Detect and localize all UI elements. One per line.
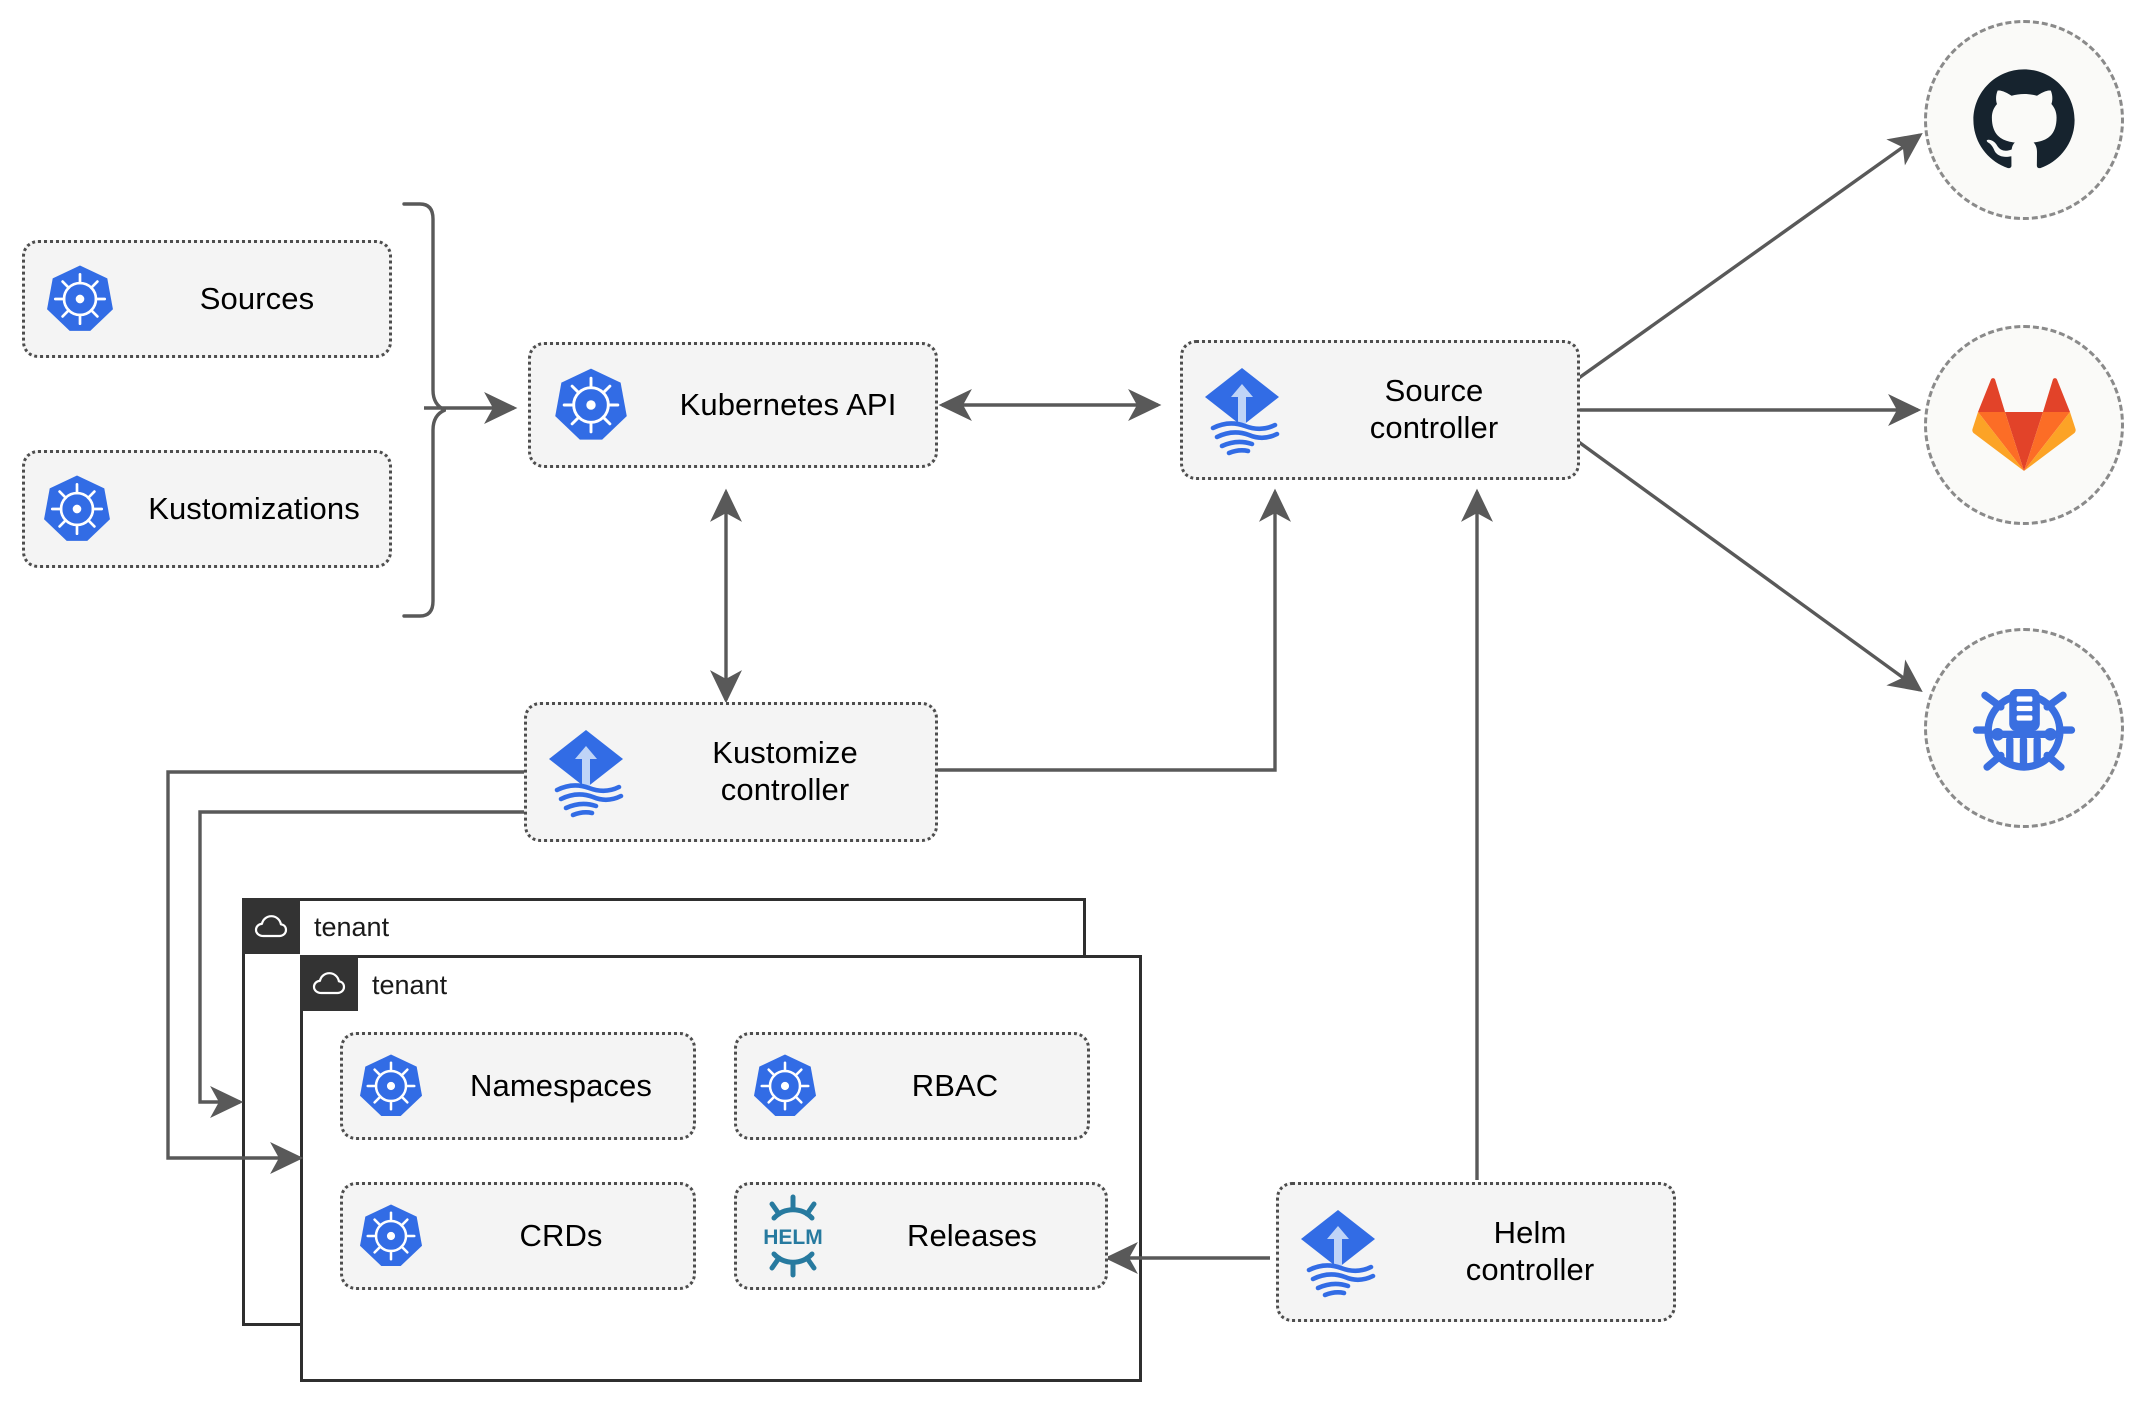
node-kustomizations[interactable]: Kustomizations [22, 450, 392, 568]
node-kustomizations-label: Kustomizations [148, 490, 360, 526]
flux-icon [1279, 1206, 1397, 1298]
node-rbac-label: RBAC [911, 1067, 999, 1103]
node-gitlab[interactable] [1924, 325, 2124, 525]
tenant-outer-tab [242, 898, 300, 954]
cloud-icon [254, 915, 288, 938]
kubernetes-icon [25, 264, 135, 334]
node-kustomize-controller[interactable]: Kustomize controller [524, 702, 938, 842]
kubernetes-icon [737, 1053, 833, 1119]
node-releases[interactable]: HELM Releases [734, 1182, 1108, 1290]
kubernetes-icon [343, 1203, 439, 1269]
tenant-inner-tab [300, 955, 358, 1011]
node-crds-label: CRDs [519, 1217, 603, 1253]
tenant-outer-label: tenant [314, 912, 390, 942]
node-kubernetes-api[interactable]: Kubernetes API [528, 342, 938, 468]
node-sources[interactable]: Sources [22, 240, 392, 358]
node-releases-label: Releases [906, 1217, 1038, 1253]
node-source-controller-label: Source controller [1369, 373, 1499, 445]
flux-icon [527, 726, 645, 818]
node-kustomize-controller-label: Kustomize controller [712, 735, 858, 807]
node-helm-controller[interactable]: Helm controller [1276, 1182, 1676, 1322]
node-namespaces[interactable]: Namespaces [340, 1032, 696, 1140]
node-kubernetes-api-label: Kubernetes API [679, 386, 897, 422]
node-crds[interactable]: CRDs [340, 1182, 696, 1290]
gitlab-icon [1972, 378, 2076, 471]
helm-repository-icon [1972, 688, 2076, 771]
kubernetes-icon [531, 367, 651, 443]
kubernetes-icon [25, 474, 129, 544]
svg-text:HELM: HELM [763, 1226, 823, 1249]
edge-source-controller-to-github [1575, 133, 1923, 382]
flux-icon [1183, 364, 1301, 456]
tenant-inner-container [300, 955, 1142, 1382]
edge-source-controller-to-helm-repository [1575, 438, 1923, 692]
github-icon [1973, 69, 2075, 169]
tenant-inner-label: tenant [372, 970, 448, 1000]
node-rbac[interactable]: RBAC [734, 1032, 1090, 1140]
node-source-controller[interactable]: Source controller [1180, 340, 1580, 480]
cloud-icon [312, 972, 346, 995]
node-namespaces-label: Namespaces [470, 1067, 652, 1103]
kubernetes-icon [343, 1053, 439, 1119]
node-helm-repository[interactable] [1924, 628, 2124, 828]
resources-group-brace [402, 202, 446, 618]
node-github[interactable] [1924, 20, 2124, 220]
helm-icon: HELM [737, 1194, 849, 1278]
edge-kustomize-to-source-controller [938, 488, 1291, 772]
node-sources-label: Sources [199, 280, 315, 316]
node-helm-controller-label: Helm controller [1465, 1215, 1595, 1287]
